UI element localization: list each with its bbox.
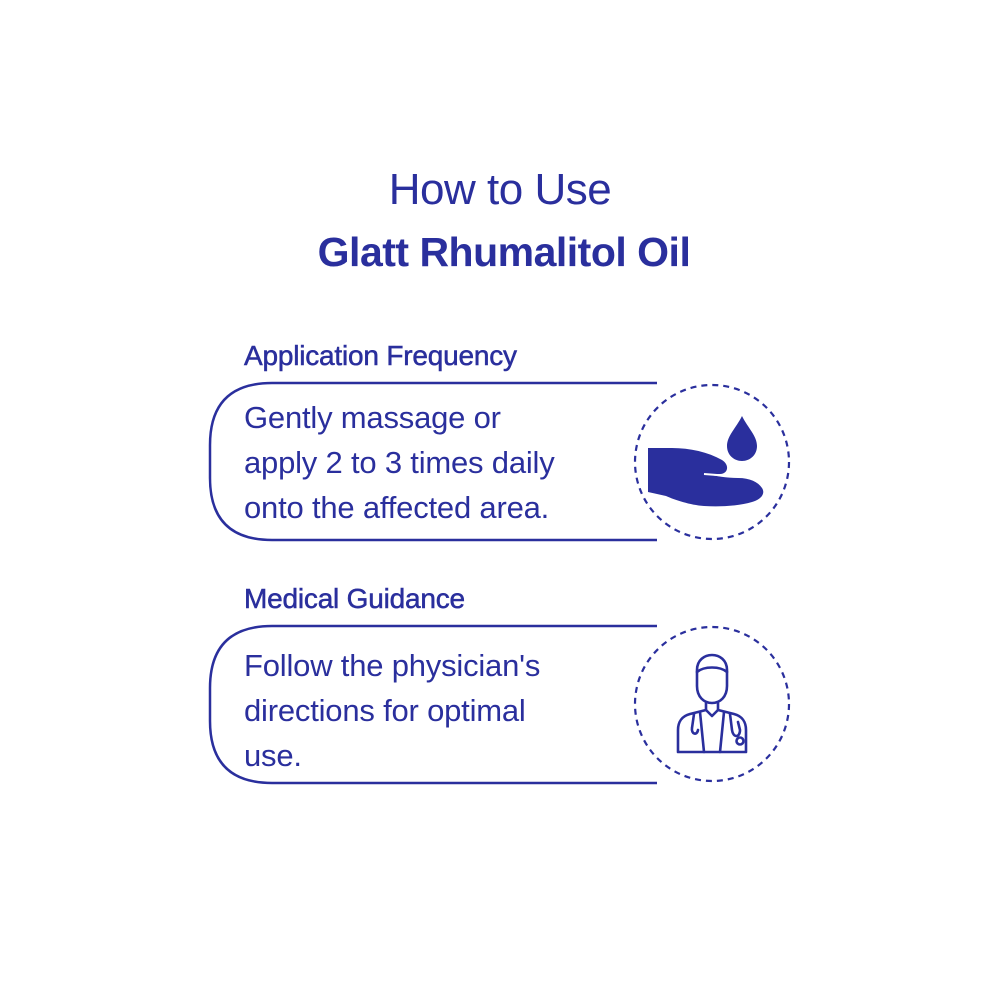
product-name-title: Glatt Rhumalitol Oil xyxy=(317,229,691,275)
body-line: Gently massage or xyxy=(244,400,501,435)
section-heading: Medical Guidance xyxy=(244,583,466,615)
body-line: use. xyxy=(244,738,302,773)
body-line: apply 2 to 3 times daily xyxy=(244,445,555,480)
section-body: Follow the physician's directions for op… xyxy=(244,643,634,778)
section-body: Gently massage or apply 2 to 3 times dai… xyxy=(244,395,634,530)
body-line: directions for optimal xyxy=(244,693,526,728)
section-heading: Application Frequency xyxy=(244,340,518,372)
title-line-1: How to Use xyxy=(388,165,612,214)
body-line: Follow the physician's xyxy=(244,648,541,683)
body-line: onto the affected area. xyxy=(244,490,550,525)
